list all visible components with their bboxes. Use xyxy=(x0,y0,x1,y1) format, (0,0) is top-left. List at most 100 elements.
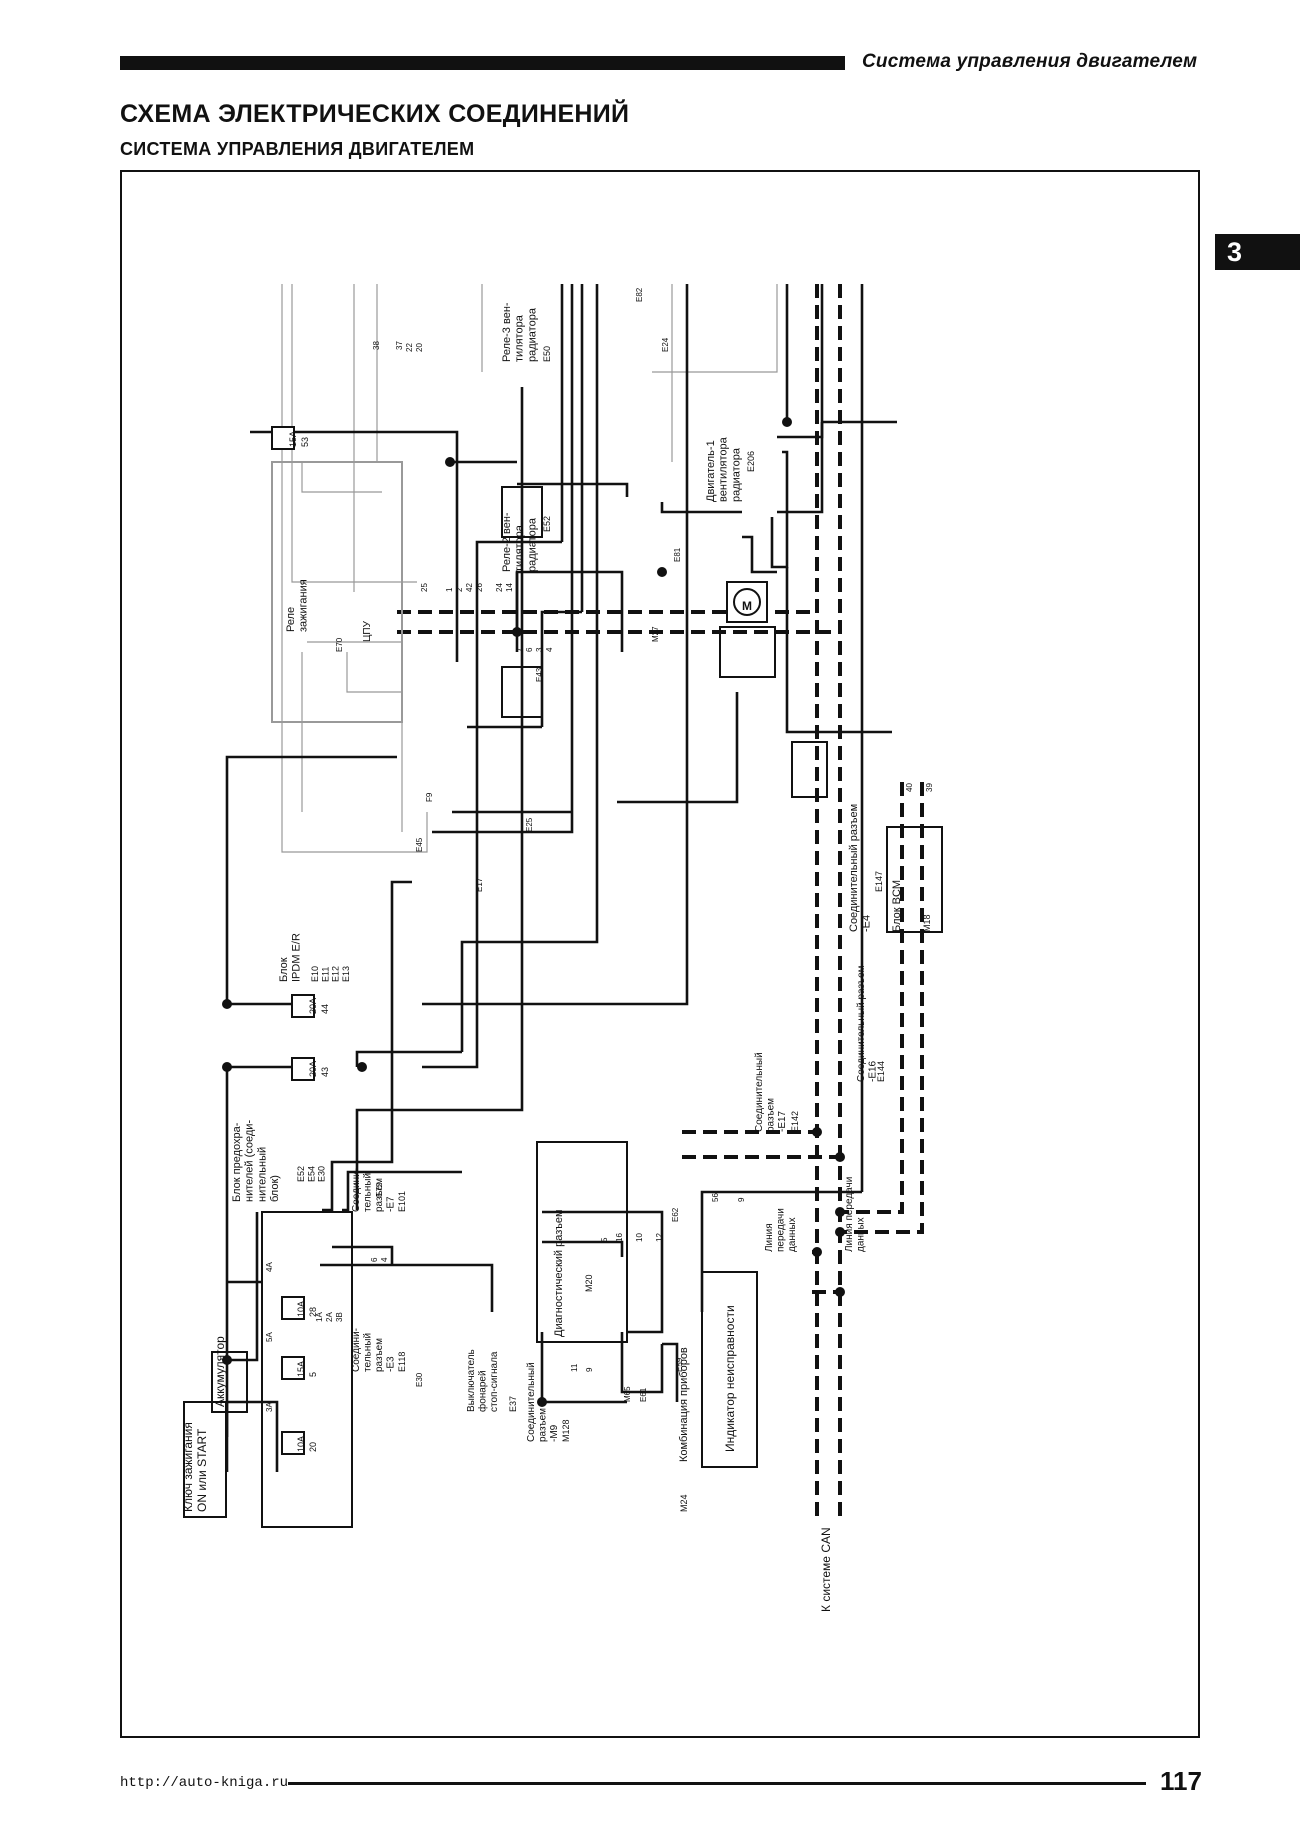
connector-e4-code: E147 xyxy=(874,871,884,892)
connector-e7-label: -E7 xyxy=(386,1196,397,1212)
ipdm-codes: E12 xyxy=(331,966,341,982)
connector-code: E72 xyxy=(375,1182,384,1197)
pin-number: 42 xyxy=(465,583,474,592)
pin-number: 40 xyxy=(905,783,914,792)
pin-number: 16 xyxy=(615,1233,624,1242)
pin-number: 12 xyxy=(655,1233,664,1242)
pin-number: 9 xyxy=(737,1197,746,1202)
ipdm-codes: E13 xyxy=(341,966,351,982)
fuse-label: 10A xyxy=(296,1436,306,1452)
connector-code: E24 xyxy=(661,337,670,352)
pin-number: 24 xyxy=(495,583,504,592)
fuse-id: 28 xyxy=(308,1307,318,1317)
brake-switch-label: стоп-сигнала xyxy=(489,1351,500,1412)
fuse-symbols xyxy=(271,426,315,1455)
pin-number: 56 xyxy=(711,1193,720,1202)
pin-number: 22 xyxy=(405,343,414,352)
connector-e17-label: разъем xyxy=(766,1098,777,1132)
connector-code: E30 xyxy=(415,1372,424,1387)
fuse-id: 44 xyxy=(320,1004,330,1014)
relay2-label: радиатора xyxy=(526,517,538,572)
connector-e4-label: -E4 xyxy=(861,915,873,932)
brake-switch-label: Выключатель xyxy=(466,1349,477,1412)
pin-number: 2A xyxy=(325,1312,334,1322)
motor1-label: вентилятора xyxy=(718,436,730,502)
pin-number: 11 xyxy=(570,1363,579,1372)
motor-letter: M xyxy=(742,599,752,613)
ignition-switch-label: ON или START xyxy=(195,1428,209,1512)
pin-number: 1 xyxy=(445,587,454,592)
malfunction-indicator-label: Индикатор неисправности xyxy=(723,1305,737,1452)
connector-code: E81 xyxy=(673,547,682,562)
relay3-code: E50 xyxy=(542,346,552,362)
fuse-label: 15A xyxy=(296,1361,306,1377)
fuse-label: 20A xyxy=(308,1061,318,1077)
fuse-block-label: Блок предохра- xyxy=(231,1122,243,1202)
data-line-label: передачи xyxy=(776,1208,787,1252)
pin-number: 39 xyxy=(925,783,934,792)
connector-e17-label: -E17 xyxy=(777,1110,788,1132)
motor-symbol xyxy=(726,581,768,623)
chapter-number: 3 xyxy=(1227,237,1243,267)
pin-number: 2 xyxy=(455,587,464,592)
pin-number: 3A xyxy=(265,1402,274,1412)
combo-meter-code: M24 xyxy=(679,1494,689,1512)
connector-code: E25 xyxy=(525,817,534,832)
combo-meter-label: Комбинация приборов xyxy=(678,1347,690,1462)
pin-number: 6 xyxy=(370,1257,379,1262)
ipdm-label: Блок xyxy=(278,957,290,982)
connector-code: E45 xyxy=(415,837,424,852)
diagnostic-connector-code: M20 xyxy=(584,1274,594,1292)
cpu-label: ЦПУ xyxy=(362,620,373,642)
connector-m9-label: Соединительный xyxy=(526,1362,537,1442)
fuse-block-label: нительный xyxy=(256,1147,268,1202)
data-line-label: Линия xyxy=(764,1223,775,1252)
pin-number: 20 xyxy=(415,343,424,352)
connector-code: E61 xyxy=(639,1387,648,1402)
connector-code: E59 xyxy=(675,1357,684,1372)
pin-number: 38 xyxy=(372,341,381,350)
brake-switch-code: E37 xyxy=(508,1396,518,1412)
battery-label: Аккумулятор xyxy=(213,1336,227,1407)
section-header: Система управления двигателем xyxy=(862,51,1198,72)
motor1-code: E206 xyxy=(746,451,756,472)
pin-number: 14 xyxy=(505,583,514,592)
connector-e3-label: -E3 xyxy=(386,1356,397,1372)
connector-e7-code: E101 xyxy=(397,1191,407,1212)
relay2-code: E52 xyxy=(542,516,552,532)
bcm-code: M18 xyxy=(922,914,932,932)
pin-number: 26 xyxy=(475,583,484,592)
fuse-block-codes: E54 xyxy=(306,1166,316,1182)
fuse-id: 5 xyxy=(308,1372,318,1377)
page-subtitle: СИСТЕМА УПРАВЛЕНИЯ ДВИГАТЕЛЕМ xyxy=(120,139,475,159)
connector-e4-label: Соединительный разъем xyxy=(848,804,860,932)
pin-number: 5 xyxy=(600,1237,609,1242)
connector-code: E43 xyxy=(535,667,544,682)
connector-code: E62 xyxy=(671,1207,680,1222)
pin-number: 4A xyxy=(265,1262,274,1272)
brake-switch-label: фонарей xyxy=(477,1370,489,1412)
connector-e3-code: E118 xyxy=(397,1352,407,1372)
can-system-label: К системе CAN xyxy=(819,1527,833,1612)
fuse-label: 15A xyxy=(288,431,298,447)
relay2-label: тилятора xyxy=(514,524,526,572)
ipdm-label: IPDM E/R xyxy=(291,933,303,982)
motor1-label: радиатора xyxy=(730,447,742,502)
connector-e3-label: разъем xyxy=(374,1338,385,1372)
pin-number: 1A xyxy=(315,1312,324,1322)
diagnostic-connector-label: Диагностический разъем xyxy=(553,1209,565,1337)
component-boxes xyxy=(183,461,943,1528)
page-title: СХЕМА ЭЛЕКТРИЧЕСКИХ СОЕДИНЕНИЙ xyxy=(120,100,630,128)
relay3-label: Реле-3 вен- xyxy=(501,302,513,362)
relay3-label: радиатора xyxy=(526,307,538,362)
pin-number: 3 xyxy=(535,647,544,652)
header-rule xyxy=(120,56,845,70)
footer-rule xyxy=(288,1782,1146,1785)
relay3-label: тилятора xyxy=(514,314,526,362)
fuse-block-codes: E30 xyxy=(317,1166,327,1182)
connector-e16-label: Соединительный разъем xyxy=(856,965,867,1082)
pin-number: 10 xyxy=(635,1233,644,1242)
fuse-id: 20 xyxy=(308,1442,318,1452)
